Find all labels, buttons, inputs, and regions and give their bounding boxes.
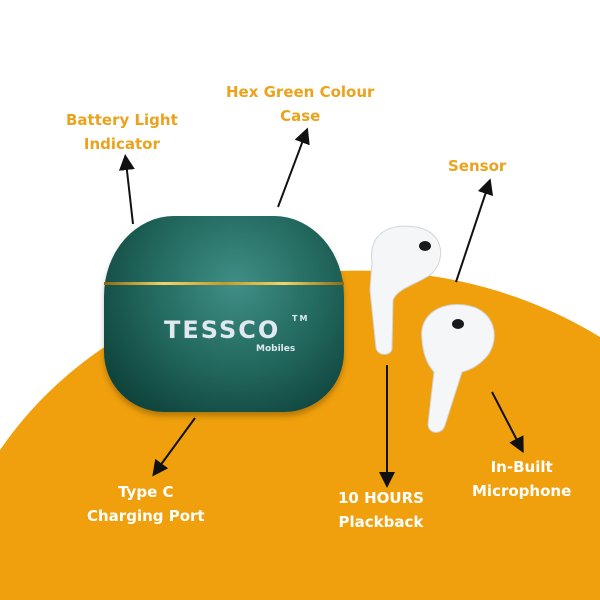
trademark: TM <box>292 314 310 323</box>
arrow-case <box>277 127 310 208</box>
label-sensor: Sensor <box>448 157 507 175</box>
gold-stripe <box>104 282 344 285</box>
label-line: Microphone <box>472 482 572 500</box>
earbud-right <box>421 304 495 433</box>
label-line: Indicator <box>83 135 160 153</box>
label-line: Case <box>280 107 321 125</box>
label-line: In-Built <box>490 458 553 476</box>
brand-logo: TESSCO TM Mobiles <box>164 314 307 354</box>
label-microphone: In-Built Microphone <box>472 455 571 503</box>
earbuds-case: TESSCO TM Mobiles <box>104 216 344 412</box>
label-case-colour: Hex Green Colour Case <box>226 80 374 128</box>
label-line: Type C <box>118 483 174 501</box>
brand-name: TESSCO <box>164 316 281 344</box>
arrow-battery <box>118 154 135 225</box>
arrow-typec <box>152 417 196 477</box>
label-line: Battery Light <box>66 111 178 129</box>
label-line: Plackback <box>338 513 424 531</box>
label-battery-light: Battery Light Indicator <box>66 108 178 156</box>
label-type-c: Type C Charging Port <box>87 480 205 528</box>
label-line: 10 HOURS <box>338 489 424 507</box>
arrow-microphone <box>491 391 524 454</box>
label-line: Hex Green Colour <box>226 83 375 101</box>
arrow-sensor <box>455 178 494 283</box>
label-line: Charging Port <box>87 507 205 525</box>
brand-sub: Mobiles <box>256 344 296 354</box>
earbud-left <box>369 225 442 355</box>
label-playback: 10 HOURS Plackback <box>338 486 424 534</box>
